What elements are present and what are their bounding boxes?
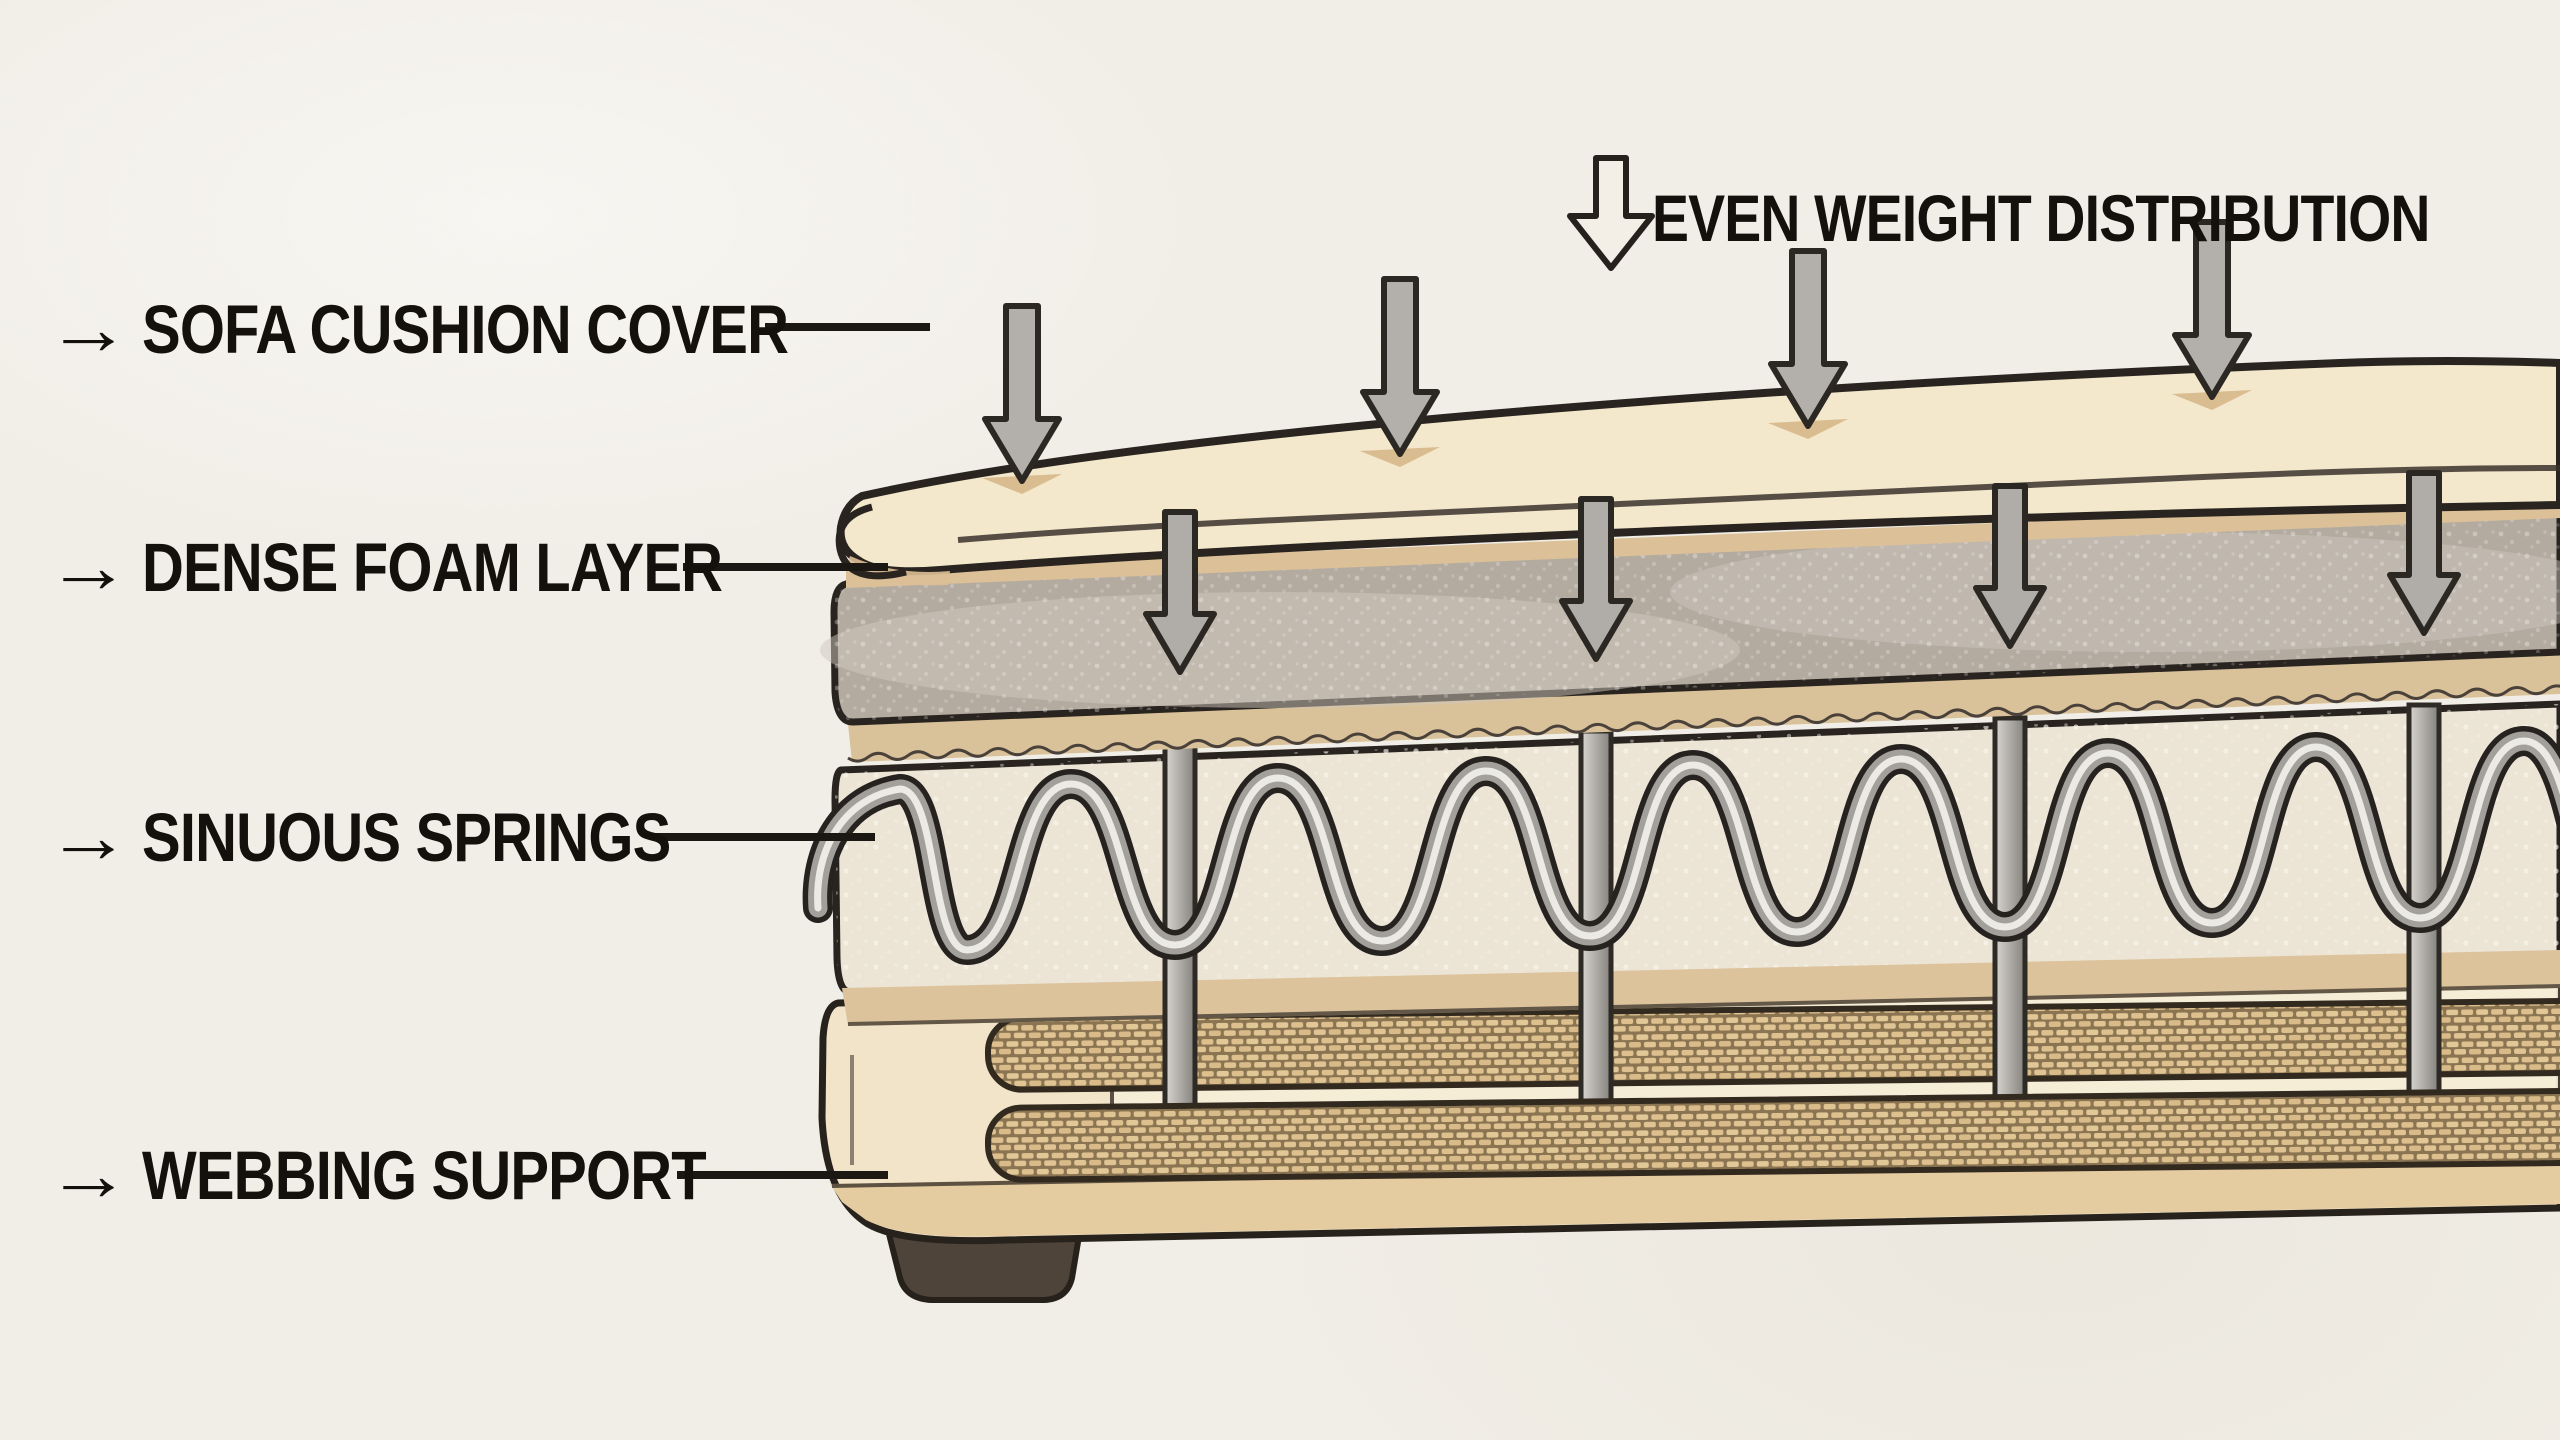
label-webbing-support: → WEBBING SUPPORT bbox=[46, 1120, 813, 1230]
sofa-foot bbox=[884, 1227, 1084, 1303]
label-sofa-cushion-cover: → SOFA CUSHION COVER bbox=[46, 274, 911, 384]
label-text: SINUOUS SPRINGS bbox=[142, 798, 671, 876]
label-dense-foam-layer: → DENSE FOAM LAYER bbox=[46, 512, 833, 622]
annotation-text: EVEN WEIGHT DISTRIBUTION bbox=[1652, 181, 2430, 255]
label-text: WEBBING SUPPORT bbox=[142, 1136, 707, 1214]
base-bottom-band bbox=[830, 1152, 2560, 1237]
tan-strip-upper bbox=[847, 654, 2560, 763]
webbing-strap-top bbox=[984, 997, 2560, 1093]
weight-arrow-icon bbox=[1567, 155, 1655, 271]
force-arrow-icon bbox=[1973, 483, 2047, 649]
cover-shadow-strip bbox=[846, 500, 2560, 588]
right-arrow-icon: → bbox=[46, 525, 132, 608]
force-arrow-icon bbox=[1360, 276, 1440, 457]
force-arrow-icon bbox=[982, 303, 1062, 484]
tan-strip-lower bbox=[842, 950, 2560, 1026]
right-arrow-icon: → bbox=[46, 1133, 132, 1216]
force-arrow-icon bbox=[1768, 248, 1848, 429]
right-arrow-icon: → bbox=[46, 795, 132, 878]
foam-layer bbox=[820, 510, 2560, 726]
sinuous-spring-wire bbox=[802, 726, 2560, 965]
right-arrow-icon: → bbox=[46, 287, 132, 370]
force-arrow-icon bbox=[1143, 509, 1217, 675]
force-arrows-foam-row bbox=[1143, 470, 2461, 675]
cover-piping bbox=[835, 503, 907, 580]
force-arrow-icon bbox=[2172, 219, 2252, 400]
label-text: SOFA CUSHION COVER bbox=[142, 290, 789, 368]
webbing-strap-bottom bbox=[984, 1087, 2560, 1183]
annotation-even-weight-distribution: EVEN WEIGHT DISTRIBUTION bbox=[1652, 168, 2560, 268]
stitch-line bbox=[847, 684, 2560, 763]
force-arrow-icon bbox=[1559, 496, 1633, 662]
label-sinuous-springs: → SINUOUS SPRINGS bbox=[46, 782, 771, 892]
leader-lines bbox=[655, 323, 930, 1179]
label-text: DENSE FOAM LAYER bbox=[142, 528, 723, 606]
force-arrows-top-row bbox=[982, 219, 2252, 484]
force-arrow-icon bbox=[2387, 470, 2461, 636]
